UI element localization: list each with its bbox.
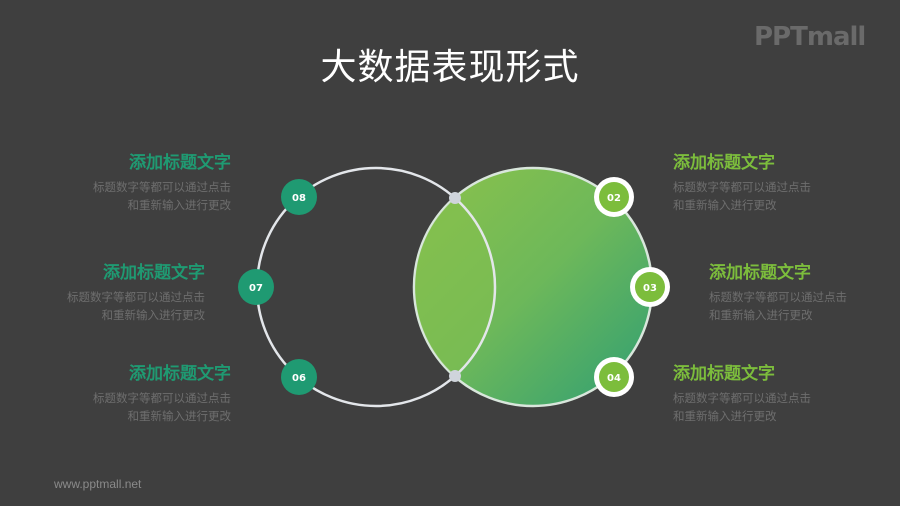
svg-text:04: 04 [607, 373, 621, 384]
item-desc-line2: 和重新输入进行更改 [127, 198, 232, 212]
right-item-02: 添加标题文字 标题数字等都可以通过点击 和重新输入进行更改 [673, 152, 893, 214]
right-item-04: 添加标题文字 标题数字等都可以通过点击 和重新输入进行更改 [673, 363, 893, 425]
item-title[interactable]: 添加标题文字 [709, 263, 811, 283]
svg-text:08: 08 [292, 193, 306, 204]
item-title[interactable]: 添加标题文字 [103, 263, 205, 283]
item-title[interactable]: 添加标题文字 [129, 364, 231, 384]
left-item-06: 添加标题文字 标题数字等都可以通过点击 和重新输入进行更改 [11, 363, 231, 425]
intersection-lens [414, 198, 496, 376]
item-desc-line1: 标题数字等都可以通过点击 [67, 290, 205, 304]
item-desc-line1: 标题数字等都可以通过点击 [673, 180, 811, 194]
svg-text:06: 06 [292, 373, 306, 384]
svg-text:03: 03 [643, 283, 657, 294]
item-desc-line2: 和重新输入进行更改 [709, 308, 813, 322]
badge-04[interactable]: 04 [594, 357, 634, 397]
left-item-08: 添加标题文字 标题数字等都可以通过点击 和重新输入进行更改 [11, 152, 231, 214]
badge-03[interactable]: 03 [630, 267, 670, 307]
badge-07[interactable]: 07 [238, 269, 274, 305]
badge-08[interactable]: 08 [281, 179, 317, 215]
footer-url[interactable]: www.pptmall.net [54, 477, 142, 491]
item-title[interactable]: 添加标题文字 [129, 153, 231, 173]
item-desc-line1: 标题数字等都可以通过点击 [93, 180, 231, 194]
intersection-node-bottom [449, 370, 461, 382]
item-title[interactable]: 添加标题文字 [673, 153, 775, 173]
left-item-07: 添加标题文字 标题数字等都可以通过点击 和重新输入进行更改 [0, 262, 205, 324]
item-desc-line2: 和重新输入进行更改 [673, 198, 777, 212]
intersection-node-top [449, 192, 461, 204]
badge-06[interactable]: 06 [281, 359, 317, 395]
svg-text:02: 02 [607, 193, 621, 204]
right-item-03: 添加标题文字 标题数字等都可以通过点击 和重新输入进行更改 [709, 262, 900, 324]
svg-text:07: 07 [249, 283, 263, 294]
item-desc-line1: 标题数字等都可以通过点击 [673, 391, 811, 405]
badge-02[interactable]: 02 [594, 177, 634, 217]
item-desc-line1: 标题数字等都可以通过点击 [93, 391, 231, 405]
item-desc-line2: 和重新输入进行更改 [127, 409, 232, 423]
item-desc-line2: 和重新输入进行更改 [101, 308, 206, 322]
item-desc-line1: 标题数字等都可以通过点击 [709, 290, 847, 304]
page-title: 大数据表现形式 [320, 47, 580, 88]
item-desc-line2: 和重新输入进行更改 [673, 409, 777, 423]
item-title[interactable]: 添加标题文字 [673, 364, 775, 384]
pptmall-logo: PPTmall [754, 22, 866, 52]
